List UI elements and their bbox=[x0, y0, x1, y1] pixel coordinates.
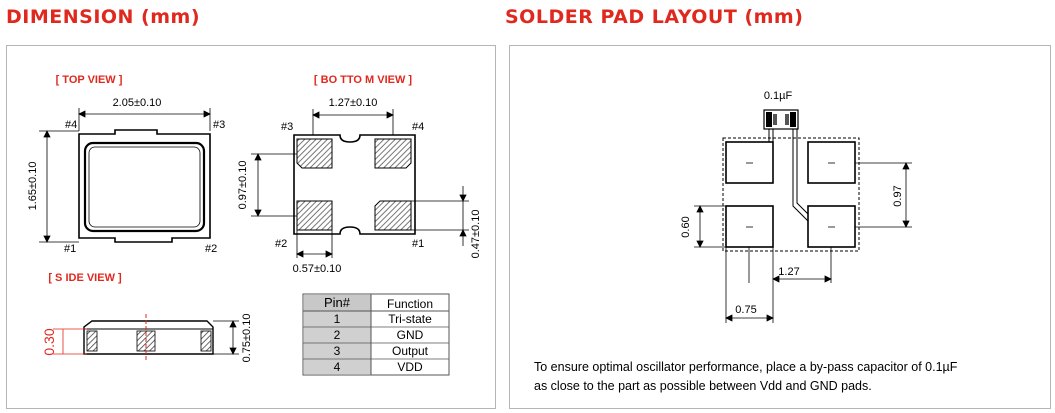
pin-table-cell-pin: 3 bbox=[334, 344, 341, 358]
side-view-offset-label: 0.30 bbox=[41, 328, 57, 355]
top-view-width-label: 2.05±0.10 bbox=[113, 97, 162, 109]
dim-075-label: 0.75 bbox=[735, 304, 756, 316]
pin-table-cell-function: VDD bbox=[397, 360, 423, 374]
bottom-view-pad-2 bbox=[296, 200, 333, 231]
side-view-package bbox=[83, 314, 214, 361]
pin-table bbox=[302, 293, 450, 376]
solder-pad-heading: SOLDER PAD LAYOUT (mm) bbox=[505, 6, 804, 28]
package-outline bbox=[722, 137, 860, 252]
bottom-view-pad-width-label: 0.57±0.10 bbox=[293, 263, 342, 275]
pad-height-dimension bbox=[694, 205, 726, 248]
pin-table-cell-pin: 1 bbox=[334, 312, 341, 326]
bottom-view-pin3: #3 bbox=[281, 121, 293, 133]
pin-table-header-pin: Pin# bbox=[324, 295, 351, 310]
bottom-view-pad-4 bbox=[374, 138, 412, 169]
pad-pitch-horizontal-dimension bbox=[748, 247, 832, 283]
bypass-note-line2: as close to the part as possible between… bbox=[534, 379, 872, 393]
dim-060-label: 0.60 bbox=[680, 216, 692, 237]
solder-pad-panel: 0.1µF 0.97 0.60 bbox=[509, 45, 1051, 409]
top-view-title: [ TOP VIEW ] bbox=[56, 74, 123, 86]
pin-table-cell-function: Output bbox=[392, 344, 429, 358]
dimension-panel: [ TOP VIEW ] 2.05±0.10 1.65±0.10 #4 #3 #… bbox=[6, 45, 496, 409]
top-view-pin4: #4 bbox=[65, 119, 77, 131]
bottom-view-pad-side-dimension bbox=[411, 186, 469, 246]
side-view-height-label: 0.75±0.10 bbox=[241, 314, 253, 363]
bottom-view-pad-height-dimension bbox=[251, 153, 297, 217]
dim-097-label: 0.97 bbox=[892, 185, 904, 206]
top-view-height-dimension bbox=[39, 130, 79, 243]
pad-pitch-vertical-dimension bbox=[855, 162, 912, 228]
bottom-view-pin4: #4 bbox=[412, 121, 424, 133]
bottom-view-pad-height-label: 0.97±0.10 bbox=[237, 161, 249, 210]
solder-pad-bottom-right bbox=[807, 205, 856, 248]
side-view-offset-dimension bbox=[53, 328, 87, 355]
top-view-package bbox=[78, 129, 211, 243]
bottom-view-pad-1 bbox=[374, 200, 412, 231]
bottom-view-pitch-label: 1.27±0.10 bbox=[329, 97, 378, 109]
solder-pad-bottom-left bbox=[725, 205, 774, 248]
dim-127-label: 1.27 bbox=[778, 266, 799, 278]
pin-table-cell-function: Tri-state bbox=[388, 312, 432, 326]
side-view-height-dimension bbox=[213, 320, 239, 355]
top-view-width-dimension bbox=[78, 108, 211, 131]
side-view-title: [ S IDE VIEW ] bbox=[48, 272, 122, 284]
pin-table-cell-pin: 2 bbox=[334, 328, 341, 342]
bottom-view-pad-side-label: 0.47±0.10 bbox=[470, 210, 482, 259]
bottom-view-pin1: #1 bbox=[412, 238, 424, 250]
pin-table-cell-pin: 4 bbox=[334, 360, 341, 374]
bottom-view-pitch-dimension bbox=[312, 109, 394, 138]
top-view-pin2: #2 bbox=[205, 243, 217, 255]
capacitor-label: 0.1µF bbox=[764, 90, 793, 102]
bypass-note-line1: To ensure optimal oscillator performance… bbox=[534, 360, 958, 374]
pin-table-header-function: Function bbox=[387, 297, 433, 311]
bottom-view-title: [ BO TTO M VIEW ] bbox=[314, 74, 413, 86]
capacitor-traces bbox=[768, 129, 809, 223]
top-view-height-label: 1.65±0.10 bbox=[27, 162, 39, 211]
pin-table-cell-function: GND bbox=[397, 328, 424, 342]
solder-pad-top-right bbox=[807, 141, 856, 184]
pad-center-marks bbox=[746, 162, 835, 228]
bottom-view-pad-3 bbox=[296, 138, 333, 169]
pad-width-dimension bbox=[725, 247, 774, 323]
capacitor bbox=[763, 109, 799, 130]
dimension-heading: DIMENSION (mm) bbox=[6, 6, 201, 28]
bottom-view-pin2: #2 bbox=[275, 238, 287, 250]
bottom-view-pad-width-dimension bbox=[296, 230, 333, 258]
solder-pad-top-left bbox=[725, 141, 774, 184]
top-view-pin1: #1 bbox=[64, 243, 76, 255]
top-view-pin3: #3 bbox=[213, 119, 225, 131]
